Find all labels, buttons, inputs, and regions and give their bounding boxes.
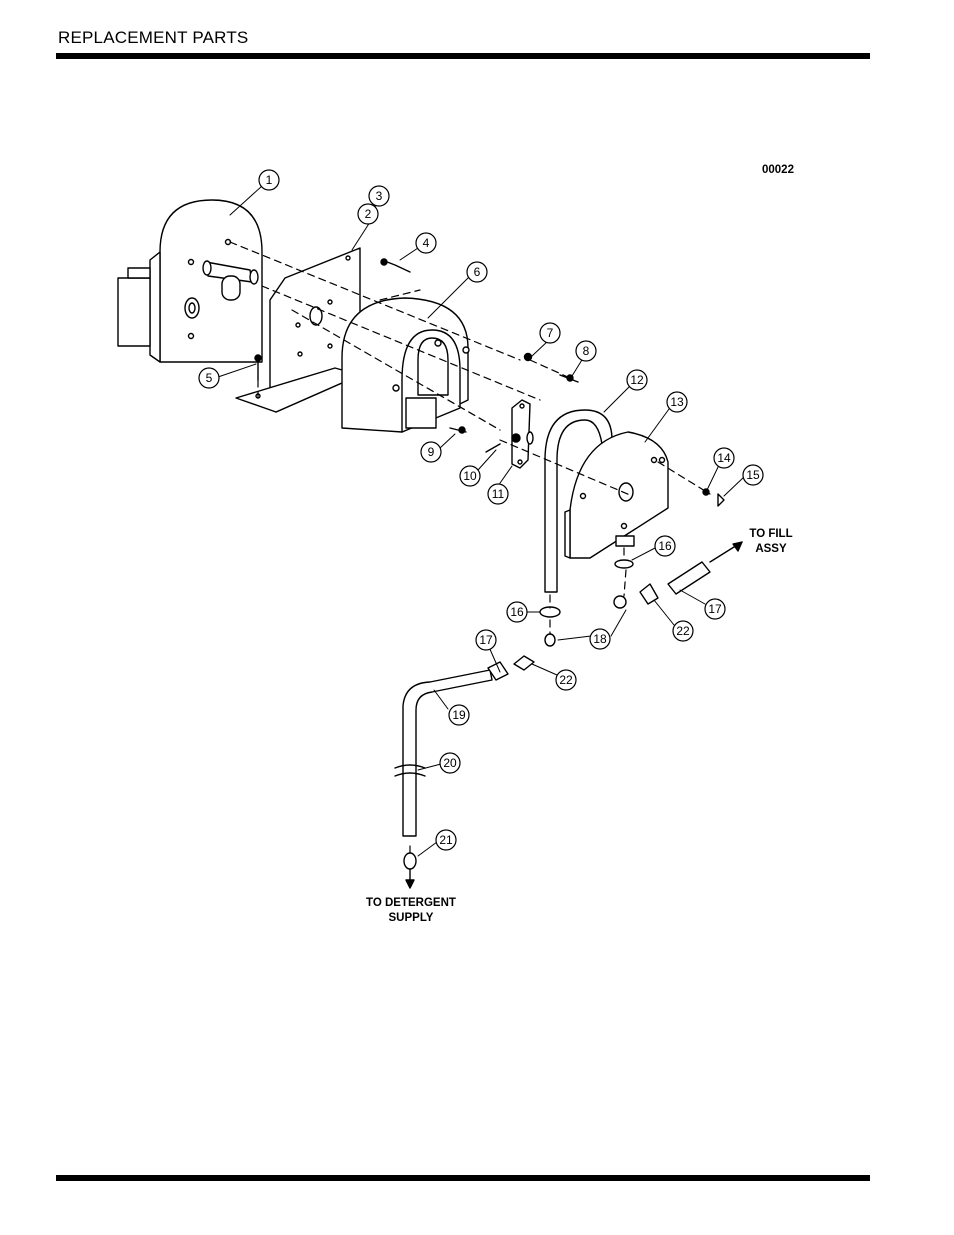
callout-9: 9 xyxy=(428,445,435,459)
callout-4: 4 xyxy=(423,236,430,250)
motor-part xyxy=(117,199,263,363)
page-title: REPLACEMENT PARTS xyxy=(58,28,249,47)
callout-22a: 22 xyxy=(676,624,690,638)
rotor-part xyxy=(511,399,534,469)
callout-8: 8 xyxy=(583,344,590,358)
callout-14: 14 xyxy=(717,451,731,465)
top-rule xyxy=(56,53,870,59)
callout-6: 6 xyxy=(474,265,481,279)
callout-17b: 17 xyxy=(708,602,722,616)
callout-17a: 17 xyxy=(479,633,493,647)
tubing-part xyxy=(394,559,711,870)
callout-13: 13 xyxy=(670,395,684,409)
callout-11: 11 xyxy=(492,487,505,501)
callout-1: 1 xyxy=(266,173,273,187)
callout-5: 5 xyxy=(206,371,213,385)
callout-7: 7 xyxy=(547,326,554,340)
callout-12: 12 xyxy=(630,373,644,387)
callout-21: 21 xyxy=(439,833,453,847)
pump-housing-part xyxy=(341,297,470,433)
callout-16a: 16 xyxy=(510,605,524,619)
callout-circles xyxy=(198,169,764,851)
assembly-lines xyxy=(229,241,711,856)
callout-20: 20 xyxy=(443,756,457,770)
to-fill-label-line1: TO FILL xyxy=(749,528,792,540)
callout-16b: 16 xyxy=(658,539,672,553)
callout-3: 3 xyxy=(376,189,383,203)
to-fill-label-line2: ASSY xyxy=(755,543,787,555)
callout-10: 10 xyxy=(463,469,477,483)
callout-15: 15 xyxy=(746,468,760,482)
to-detergent-label-line2: SUPPLY xyxy=(389,912,434,924)
bottom-rule xyxy=(56,1175,870,1181)
callout-2: 2 xyxy=(365,207,372,221)
hardware-parts xyxy=(254,258,725,507)
callout-19: 19 xyxy=(452,708,466,722)
callout-18: 18 xyxy=(593,632,607,646)
to-detergent-label-line1: TO DETERGENT xyxy=(366,897,456,909)
callout-22b: 22 xyxy=(559,673,573,687)
pump-cover-part xyxy=(564,431,669,559)
figure-code: 00022 xyxy=(762,164,794,176)
